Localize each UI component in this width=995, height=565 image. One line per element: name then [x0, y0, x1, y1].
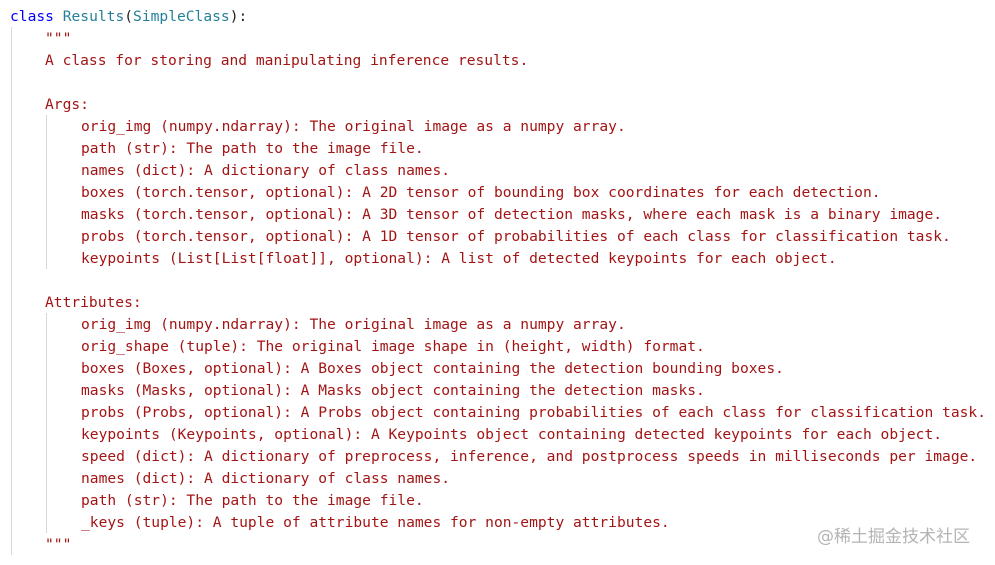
code-line-class-declaration: class Results(SimpleClass): [10, 6, 247, 28]
arg-line: boxes (torch.tensor, optional): A 2D ten… [81, 184, 881, 201]
docstring-open: """ [45, 30, 72, 47]
indent-guide-level-2-attributes [46, 313, 47, 533]
indent-guide-level-2-args [46, 115, 47, 269]
class-keyword: class [10, 8, 54, 25]
arg-line: names (dict): A dictionary of class name… [81, 162, 451, 179]
attribute-line: boxes (Boxes, optional): A Boxes object … [81, 360, 784, 377]
open-paren: ( [124, 8, 134, 25]
attribute-line: orig_shape (tuple): The original image s… [81, 338, 705, 355]
attributes-header: Attributes: [45, 294, 142, 311]
class-name: Results [62, 8, 125, 25]
attribute-line: path (str): The path to the image file. [81, 492, 424, 509]
attribute-line: names (dict): A dictionary of class name… [81, 470, 451, 487]
attribute-line: masks (Masks, optional): A Masks object … [81, 382, 705, 399]
args-header: Args: [45, 96, 89, 113]
close-paren-colon: ): [229, 8, 248, 25]
attribute-line: keypoints (Keypoints, optional): A Keypo… [81, 426, 943, 443]
docstring-summary: A class for storing and manipulating inf… [45, 52, 529, 69]
indent-guide-level-1 [11, 27, 12, 555]
arg-line: path (str): The path to the image file. [81, 140, 424, 157]
docstring-close: """ [45, 536, 72, 553]
watermark-text: @稀土掘金技术社区 [817, 527, 970, 547]
arg-line: keypoints (List[List[float]], optional):… [81, 250, 837, 267]
arg-line: probs (torch.tensor, optional): A 1D ten… [81, 228, 951, 245]
arg-line: masks (torch.tensor, optional): A 3D ten… [81, 206, 943, 223]
attribute-line: _keys (tuple): A tuple of attribute name… [81, 514, 670, 531]
arg-line: orig_img (numpy.ndarray): The original i… [81, 118, 626, 135]
attribute-line: orig_img (numpy.ndarray): The original i… [81, 316, 626, 333]
attribute-line: probs (Probs, optional): A Probs object … [81, 404, 986, 421]
attribute-line: speed (dict): A dictionary of preprocess… [81, 448, 978, 465]
base-class-name: SimpleClass [133, 8, 230, 25]
